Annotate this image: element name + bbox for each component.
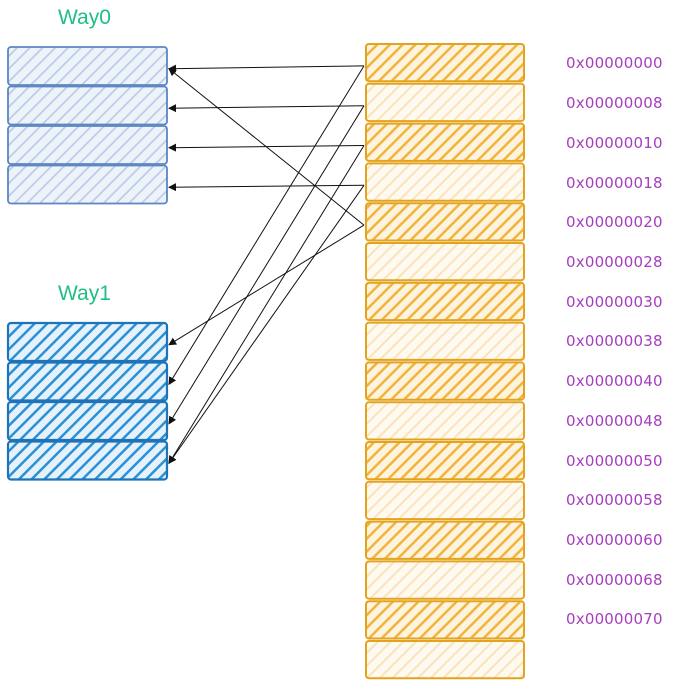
address-label: 0x00000010	[566, 134, 663, 152]
way1-cache-line	[6, 440, 169, 481]
mapping-arrow	[168, 65, 365, 386]
memory-block	[365, 361, 525, 401]
way1-lines	[6, 321, 169, 481]
memory-block	[365, 162, 525, 202]
memory-block	[365, 560, 525, 600]
memory-block	[365, 441, 525, 481]
address-label: 0x00000028	[566, 253, 663, 271]
way1-cache-line	[6, 400, 169, 442]
memory-block	[365, 600, 525, 640]
mapping-arrow	[168, 105, 365, 425]
way1-cache-line	[6, 361, 169, 402]
mapping-arrow	[168, 185, 365, 465]
address-label: 0x00000018	[566, 174, 663, 192]
memory-block	[365, 401, 525, 441]
mapping-arrow	[168, 145, 365, 465]
memory-block	[365, 82, 525, 123]
address-label: 0x00000060	[566, 531, 663, 549]
mapping-arrow	[168, 104, 365, 113]
memory-block	[365, 520, 525, 560]
address-label: 0x00000058	[566, 491, 663, 509]
address-label: 0x00000040	[566, 372, 663, 390]
way1-cache-line	[6, 321, 169, 363]
way1-title: Way1	[58, 282, 111, 305]
address-label: 0x00000048	[566, 412, 663, 430]
address-label: 0x00000030	[566, 293, 663, 311]
mapping-arrow	[168, 183, 365, 192]
memory-block	[365, 480, 525, 521]
address-label: 0x00000068	[566, 571, 663, 589]
mapping-arrows	[168, 64, 365, 465]
way0-cache-line	[7, 85, 168, 126]
way0-lines	[7, 46, 168, 205]
mapping-arrow	[168, 224, 365, 346]
address-label: 0x00000050	[566, 452, 663, 470]
memory-block	[365, 640, 525, 680]
address-label: 0x00000020	[566, 213, 663, 231]
mapping-arrow	[168, 64, 365, 73]
memory-block	[365, 321, 525, 361]
address-label: 0x00000070	[566, 610, 663, 628]
address-label: 0x00000038	[566, 332, 663, 350]
memory-block	[365, 242, 525, 282]
address-label: 0x00000000	[566, 54, 663, 72]
memory-block	[365, 281, 525, 322]
memory-block	[365, 43, 525, 83]
way0-cache-line	[7, 46, 168, 86]
memory-block	[365, 202, 525, 242]
memory-blocks	[365, 43, 525, 680]
address-label: 0x00000008	[566, 94, 663, 112]
way0-cache-line	[7, 164, 168, 205]
way0-cache-line	[7, 125, 168, 165]
memory-block	[365, 122, 525, 162]
way0-title: Way0	[58, 6, 111, 29]
